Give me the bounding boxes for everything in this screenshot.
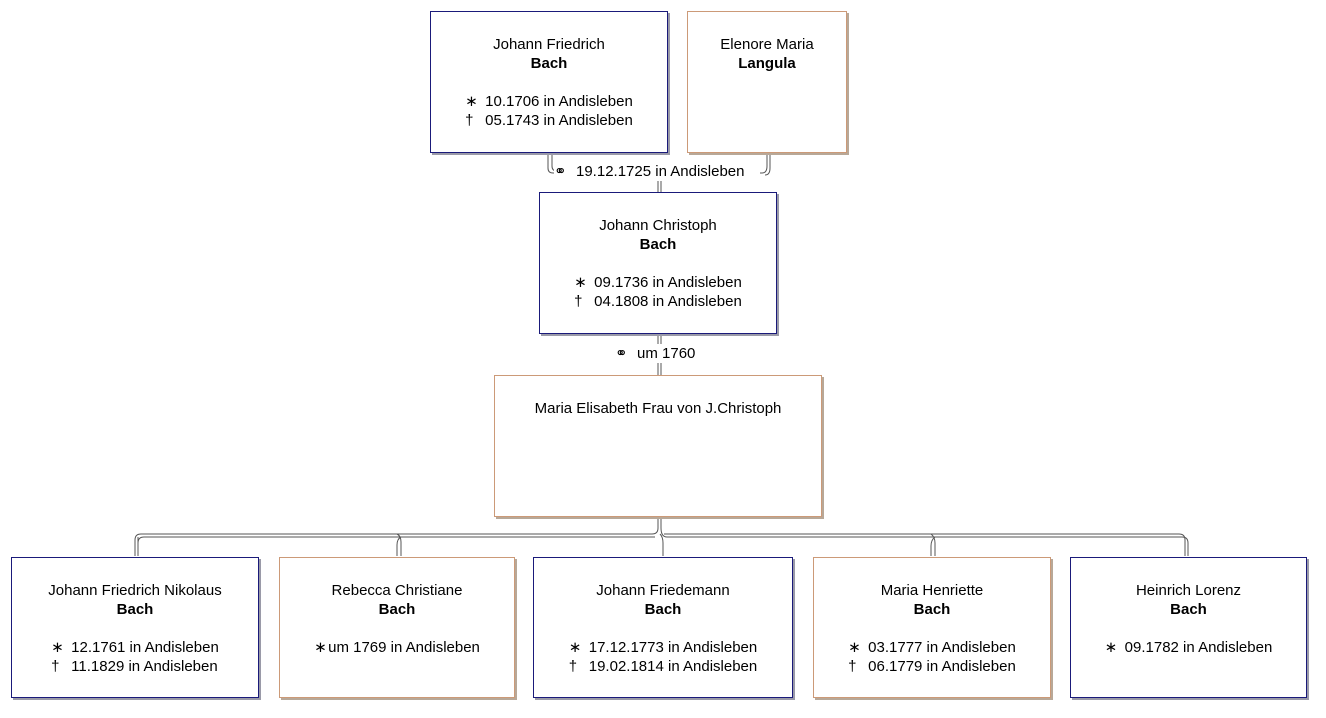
marriage-rings-icon: ⚭ (554, 163, 567, 180)
connector-children-bus (134, 517, 659, 556)
person-johann-christoph-bach[interactable]: Johann Christoph Bach ∗ 09.1736 in Andisl… (539, 192, 777, 334)
marriage-label-1725: ⚭ 19.12.1725 in Andisleben (554, 162, 749, 181)
birth-event: ∗ 12.1761 in Andisleben (51, 638, 219, 657)
person-last-name: Bach (530, 55, 568, 72)
birth-icon: ∗ (1104, 639, 1118, 656)
birth-event: ∗ 09.1782 in Andisleben (1105, 638, 1273, 657)
birth-icon: ∗ (465, 93, 478, 110)
birth-date: 09.1782 in Andisleben (1124, 639, 1273, 656)
person-first-name: Rebecca Christiane (331, 582, 463, 599)
birth-icon: ∗ (568, 639, 582, 656)
person-last-name: Bach (378, 601, 416, 618)
person-first-name: Johann Friedrich Nikolaus (48, 582, 222, 599)
person-first-name: Maria Henriette (880, 582, 984, 599)
death-icon: † (568, 658, 578, 675)
birth-event: ∗ 17.12.1773 in Andisleben (569, 638, 757, 657)
death-date: 19.02.1814 in Andisleben (588, 658, 758, 675)
birth-date: 10.1706 in Andisleben (485, 93, 633, 110)
birth-date: um 1769 in Andisleben (328, 639, 480, 656)
birth-icon: ∗ (314, 639, 327, 656)
birth-date: 03.1777 in Andisleben (868, 639, 1016, 656)
person-last-name: Bach (644, 601, 682, 618)
person-johann-friedemann-bach[interactable]: Johann Friedemann Bach ∗ 17.12.1773 in An… (533, 557, 793, 698)
marriage-date: 19.12.1725 in Andisleben (576, 163, 745, 180)
marriage-label-1760: ⚭ um 1760 (615, 344, 699, 363)
person-maria-elisabeth[interactable]: Maria Elisabeth Frau von J.Christoph (494, 375, 822, 517)
death-icon: † (51, 658, 60, 675)
person-last-name: Bach (116, 601, 154, 618)
connector-father (547, 153, 571, 174)
marriage-rings-icon: ⚭ (615, 345, 628, 362)
birth-event: ∗um 1769 in Andisleben (314, 638, 480, 657)
person-last-name: Bach (1170, 601, 1207, 618)
person-rebecca-christiane-bach[interactable]: Rebecca Christiane Bach ∗um 1769 in Andi… (279, 557, 515, 698)
person-first-name: Johann Friedemann (596, 582, 730, 599)
birth-event: ∗ 10.1706 in Andisleben (465, 92, 633, 111)
person-last-name: Bach (639, 236, 677, 253)
person-first-name: Heinrich Lorenz (1135, 582, 1242, 599)
birth-date: 09.1736 in Andisleben (594, 274, 742, 291)
connector-mother-inner (764, 153, 771, 176)
birth-icon: ∗ (574, 274, 587, 291)
death-icon: † (465, 112, 474, 129)
death-event: † 06.1779 in Andisleben (848, 657, 1016, 676)
birth-event: ∗ 03.1777 in Andisleben (848, 638, 1016, 657)
birth-icon: ∗ (848, 639, 861, 656)
person-maria-henriette-bach[interactable]: Maria Henriette Bach ∗ 03.1777 in Andisle… (813, 557, 1051, 698)
person-first-name: Johann Friedrich (493, 36, 605, 53)
marriage-date: um 1760 (637, 345, 696, 362)
person-name: Maria Elisabeth Frau von J.Christoph (534, 400, 782, 417)
person-last-name: Bach (913, 601, 951, 618)
death-date: 04.1808 in Andisleben (594, 293, 742, 310)
death-event: † 05.1743 in Andisleben (465, 111, 633, 130)
birth-date: 17.12.1773 in Andisleben (588, 639, 758, 656)
person-last-name: Langula (738, 55, 796, 72)
death-event: † 19.02.1814 in Andisleben (569, 657, 757, 676)
death-icon: † (574, 293, 583, 310)
birth-icon: ∗ (51, 639, 64, 656)
birth-date: 12.1761 in Andisleben (71, 639, 219, 656)
person-first-name: Johann Christoph (599, 217, 717, 234)
person-johann-friedrich-bach-1706[interactable]: Johann Friedrich Bach ∗ 10.1706 in Andisl… (430, 11, 668, 153)
person-heinrich-lorenz-bach[interactable]: Heinrich Lorenz Bach ∗ 09.1782 in Andisle… (1070, 557, 1307, 698)
birth-event: ∗ 09.1736 in Andisleben (574, 273, 742, 292)
death-date: 11.1829 in Andisleben (71, 658, 218, 675)
death-date: 05.1743 in Andisleben (485, 112, 633, 129)
person-johann-friedrich-nikolaus-bach[interactable]: Johann Friedrich Nikolaus Bach ∗ 12.1761 … (11, 557, 259, 698)
connector-mother (760, 153, 768, 174)
death-date: 06.1779 in Andisleben (868, 658, 1016, 675)
person-elenore-maria-langula[interactable]: Elenore Maria Langula (687, 11, 847, 153)
death-event: † 04.1808 in Andisleben (574, 292, 742, 311)
death-event: † 11.1829 in Andisleben (51, 657, 219, 676)
person-first-name: Elenore Maria (720, 36, 814, 53)
death-icon: † (848, 658, 857, 675)
